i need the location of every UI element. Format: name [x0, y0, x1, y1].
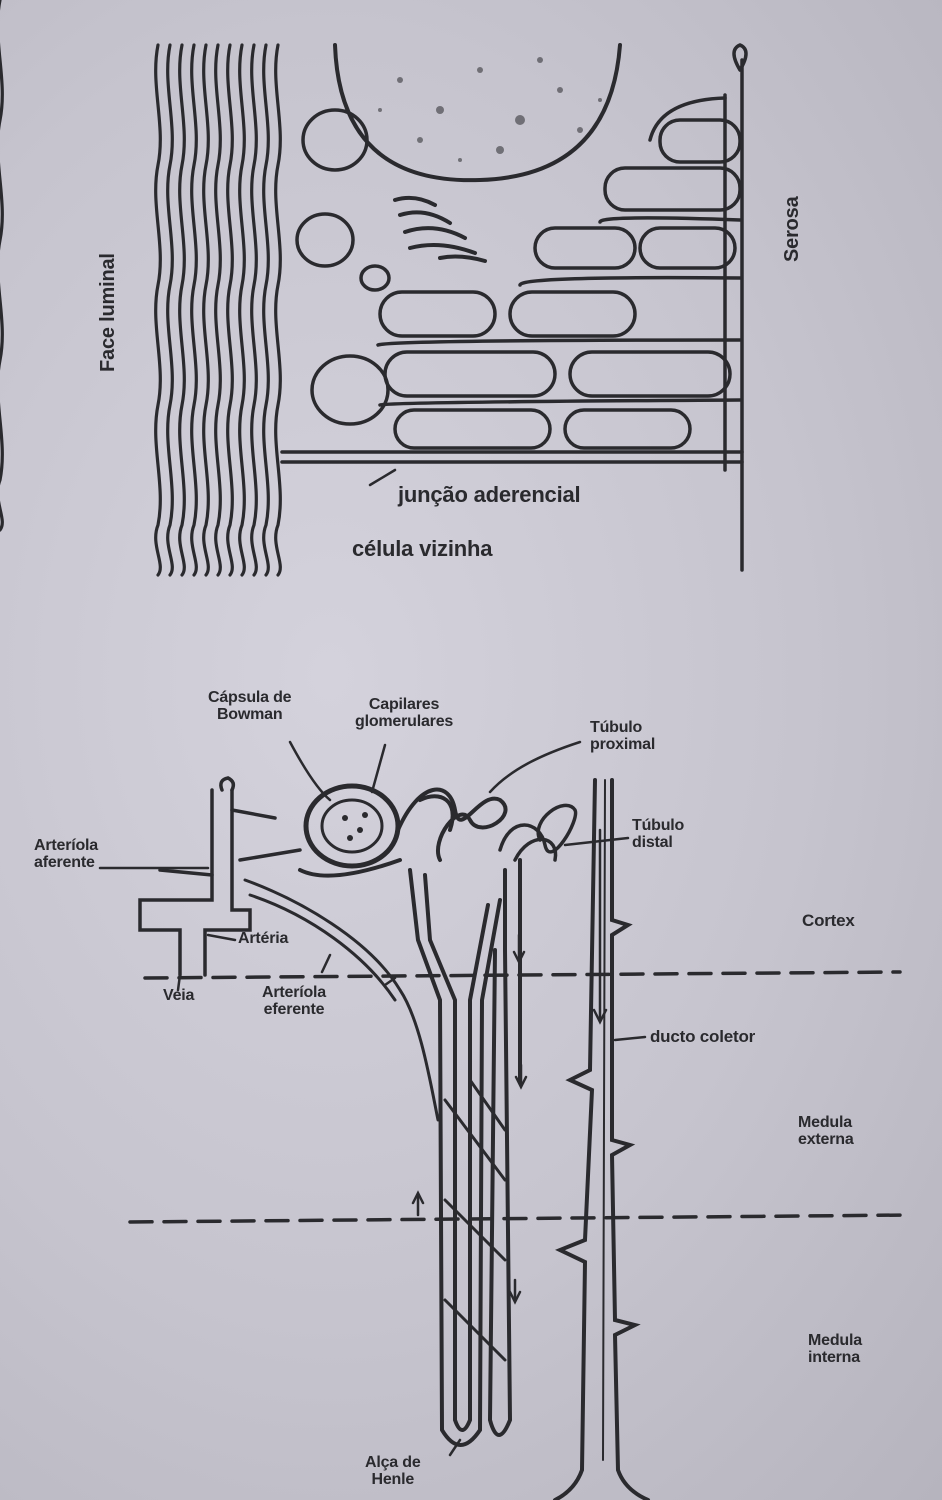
vesicles: [295, 108, 391, 426]
outer-medulla-label-line2: externa: [798, 1130, 854, 1148]
artery-label: Artéria: [238, 930, 289, 947]
microvilli-brush-border: [0, 0, 282, 577]
inner-medulla-label-line1: Medula: [808, 1332, 862, 1349]
outer-medulla-label-line1: Medula: [798, 1114, 852, 1131]
afferent-arteriole-label-line2: aferente: [34, 853, 95, 871]
proximal-tubule-label-line1: Túbulo: [590, 719, 643, 736]
adherens-junction-label: junção aderencial: [398, 482, 581, 507]
bowman-capsule-label-line1: Cápsula de: [208, 689, 292, 706]
cortex-label: Cortex: [802, 911, 855, 930]
cortex-medulla-boundary: [143, 970, 902, 980]
outer-inner-medulla-boundary: [128, 1213, 912, 1224]
glomerular-capillaries-label: Capilares glomerulares: [355, 696, 454, 731]
loop-of-henle-label-line1: Alça de: [365, 1454, 421, 1471]
collecting-duct: [553, 778, 650, 1500]
flow-arrows: [383, 828, 608, 1305]
loop-of-henle-label: Alça de Henle: [365, 1454, 421, 1489]
glomerulus: [298, 783, 402, 878]
outer-medulla-label: Medula externa: [798, 1114, 854, 1149]
loop-of-henle-label-line2: Henle: [371, 1470, 415, 1488]
distal-tubule-label-line2: distal: [632, 833, 673, 851]
collecting-duct-label: ducto coletor: [650, 1027, 756, 1046]
efferent-arteriole-label-line1: Arteríola: [262, 984, 326, 1001]
bowman-capsule-label-line2: Bowman: [216, 705, 283, 723]
distal-tubule-label: Túbulo distal: [632, 817, 685, 852]
efferent-arteriole-vasa-recta: [243, 878, 507, 1362]
basal-membrane-folds: [280, 43, 748, 572]
golgi-apparatus: [393, 195, 487, 263]
vein-label: Veia: [163, 987, 195, 1004]
afferent-arteriole-label: Arteríola aferente: [34, 837, 98, 872]
junction-pointer: [368, 468, 397, 487]
bowman-capsule-label: Cápsula de Bowman: [208, 689, 292, 724]
glomerular-capillaries-label-line2: glomerulares: [355, 712, 454, 730]
nephron-drawing: [98, 740, 912, 1500]
efferent-arteriole-label-line2: eferente: [263, 1000, 325, 1018]
nucleus: [333, 43, 622, 183]
blood-vessels: [138, 776, 302, 977]
distal-tubule-coils: [498, 803, 578, 862]
mitochondria: [378, 118, 742, 450]
proximal-tubule-coils: [396, 787, 508, 862]
proximal-tubule-label-line2: proximal: [590, 735, 656, 753]
neighbor-cell-label: célula vizinha: [352, 536, 493, 561]
afferent-arteriole-label-line1: Arteríola: [34, 837, 98, 854]
serosa-label: Serosa: [781, 196, 803, 262]
inner-medulla-label: Medula interna: [808, 1332, 862, 1367]
leader-lines: [98, 740, 647, 1457]
luminal-face-label: Face luminal: [97, 253, 119, 372]
distal-tubule-label-line1: Túbulo: [632, 817, 685, 834]
glomerular-capillaries-label-line1: Capilares: [368, 696, 440, 713]
inner-medulla-label-line2: interna: [808, 1348, 860, 1366]
efferent-arteriole-label: Arteríola eferente: [262, 984, 326, 1019]
proximal-tubule-label: Túbulo proximal: [590, 719, 656, 754]
